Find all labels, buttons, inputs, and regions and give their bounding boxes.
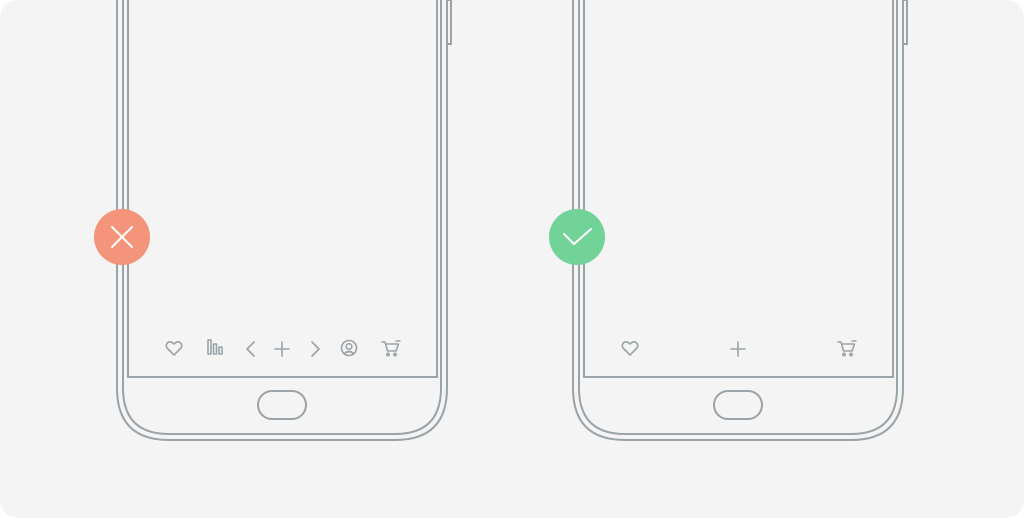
cart-icon[interactable] bbox=[837, 340, 857, 357]
plus-icon[interactable] bbox=[730, 341, 746, 357]
incorrect-badge bbox=[94, 209, 150, 265]
check-icon bbox=[563, 228, 592, 245]
side-button bbox=[446, 0, 452, 45]
phone-body-inner bbox=[578, 0, 898, 435]
chevron-right-icon[interactable] bbox=[311, 341, 320, 357]
heart-icon[interactable] bbox=[621, 341, 639, 356]
close-icon bbox=[111, 226, 133, 248]
plus-icon[interactable] bbox=[274, 341, 290, 357]
bar-chart-icon[interactable] bbox=[207, 339, 223, 355]
home-button bbox=[257, 390, 307, 420]
chevron-left-icon[interactable] bbox=[246, 341, 255, 357]
phone-body-outer bbox=[116, 0, 448, 441]
heart-icon[interactable] bbox=[165, 341, 183, 356]
phone-screen bbox=[127, 0, 438, 378]
user-circle-icon[interactable] bbox=[340, 339, 358, 357]
phone-body-outer bbox=[572, 0, 904, 441]
home-button bbox=[713, 390, 763, 420]
phone-body-inner bbox=[122, 0, 442, 435]
side-button bbox=[902, 0, 908, 45]
cart-icon[interactable] bbox=[381, 340, 401, 357]
phone-screen bbox=[583, 0, 894, 378]
correct-badge bbox=[549, 209, 605, 265]
